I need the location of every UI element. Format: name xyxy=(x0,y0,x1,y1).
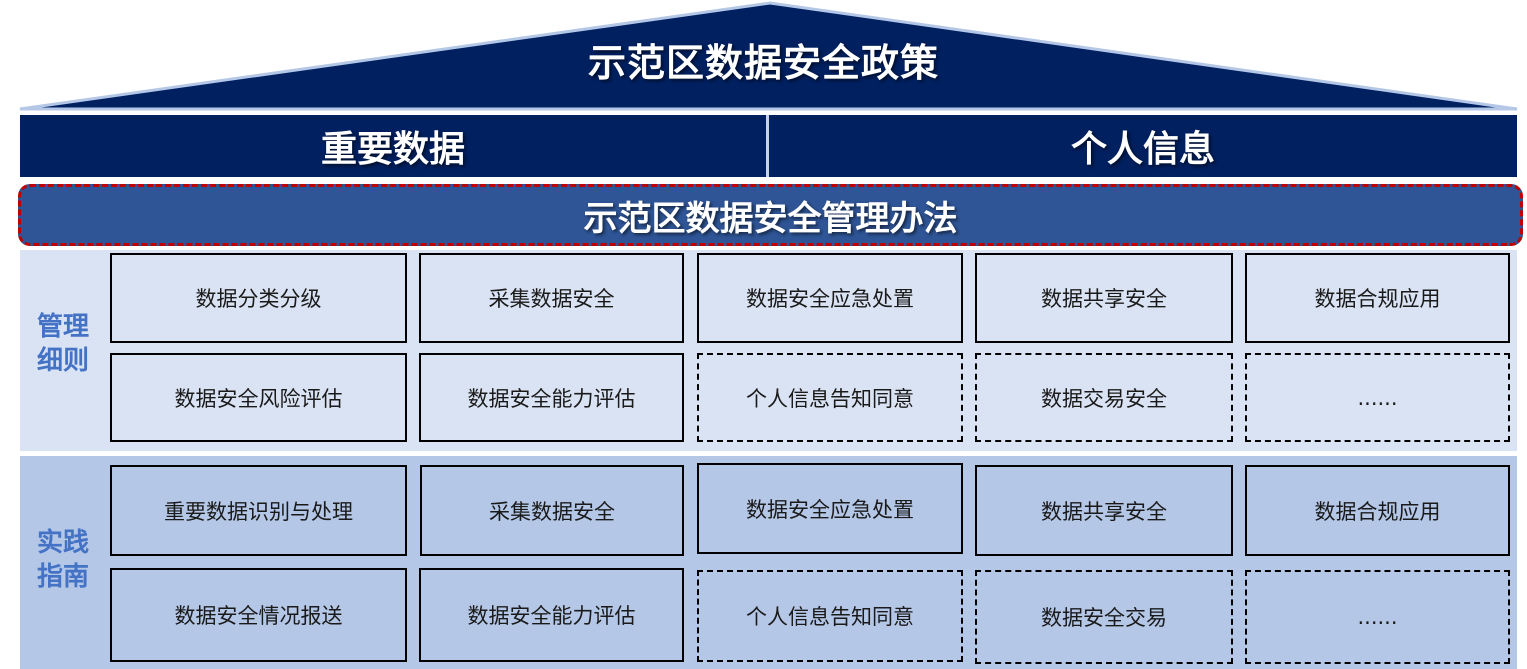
rule-box: 数据安全能力评估 xyxy=(419,353,684,442)
planned-guide-box: ...... xyxy=(1245,570,1510,664)
planned-rule-box: 个人信息告知同意 xyxy=(697,353,963,442)
planned-guide-box: 个人信息告知同意 xyxy=(697,570,963,662)
roof-triangle xyxy=(19,1,1518,111)
category-important-data: 重要数据 xyxy=(20,115,769,177)
planned-rule-box: 数据交易安全 xyxy=(975,353,1233,442)
guide-box: 采集数据安全 xyxy=(420,465,684,556)
guide-box: 数据安全能力评估 xyxy=(419,568,684,662)
guide-box: 重要数据识别与处理 xyxy=(110,465,407,556)
section-label: 实践 指南 xyxy=(36,528,89,592)
planned-guide-box: 数据安全交易 xyxy=(975,570,1233,664)
guide-box: 数据共享安全 xyxy=(975,465,1233,556)
category-personal-info: 个人信息 xyxy=(1070,129,1215,170)
rule-box: 数据共享安全 xyxy=(975,253,1233,343)
rule-box: 采集数据安全 xyxy=(419,253,684,343)
guide-box: 数据安全情况报送 xyxy=(110,568,407,662)
guide-box: 数据安全应急处置 xyxy=(697,463,963,554)
section-management-rules: 管理 细则 数据分类分级 采集数据安全 数据安全应急处置 数据共享安全 数据合规… xyxy=(20,250,1517,451)
management-measures-bar: 示范区数据安全管理办法 xyxy=(18,184,1523,246)
rule-box: 数据安全风险评估 xyxy=(110,353,407,442)
section-practice-guides: 实践 指南 重要数据识别与处理 采集数据安全 数据安全应急处置 数据共享安全 数… xyxy=(20,456,1517,669)
policy-title: 示范区数据安全政策 xyxy=(587,41,939,85)
guide-box: 数据合规应用 xyxy=(1245,465,1510,556)
section-label: 管理 细则 xyxy=(36,312,89,376)
category-header: 重要数据 个人信息 xyxy=(20,115,1517,177)
rule-box: 数据合规应用 xyxy=(1245,253,1510,343)
rule-box: 数据分类分级 xyxy=(110,253,407,343)
planned-rule-box: ...... xyxy=(1245,353,1510,442)
rule-box: 数据安全应急处置 xyxy=(697,253,963,343)
